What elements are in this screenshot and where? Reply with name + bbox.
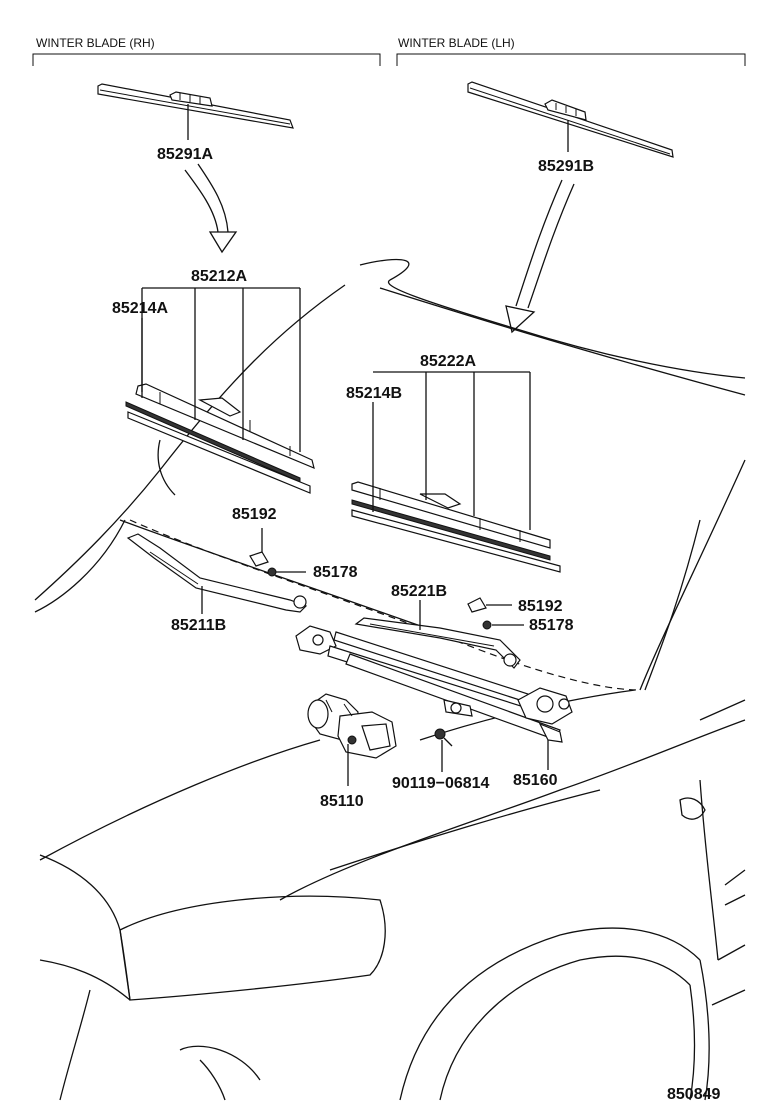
arrow-85291B-to-blade [505,179,575,334]
wiper-link-assembly [295,625,573,743]
winter-blade-lh [467,81,674,158]
label-85110: 85110 [320,793,364,810]
header-bracket-rh: WINTER BLADE (RH) [32,36,381,66]
label-85214B: 85214B [346,385,402,402]
nut-85178-right [482,620,492,630]
header-bracket-lh: WINTER BLADE (LH) [396,36,746,66]
figure-number: 850849 [667,1086,720,1103]
winter-blade-rh [97,83,294,129]
label-85291B: 85291B [538,158,594,175]
label-85211B: 85211B [171,617,226,634]
wiper-blade-rh [125,383,315,494]
wiper-arm-cap-left [249,551,269,567]
label-85222A: 85222A [420,353,476,370]
wiper-arm-cap-right [467,597,487,613]
label-85178-left: 85178 [313,564,358,581]
arrow-85291A-to-blade [184,163,238,254]
wiper-blade-lh [351,481,561,573]
label-85178-right: 85178 [529,617,574,634]
nut-85178-left [267,567,277,577]
label-85221B: 85221B [391,583,447,600]
label-85192-left: 85192 [232,506,277,523]
header-winter-blade-rh: WINTER BLADE (RH) [36,36,155,50]
vehicle-body-outline [34,258,746,1101]
label-85160: 85160 [513,772,558,789]
leaders-85222A [373,371,531,530]
wiper-motor [307,693,397,759]
label-90119-06814: 90119−06814 [392,775,490,792]
bolt-90119 [434,728,453,747]
header-winter-blade-lh: WINTER BLADE (LH) [398,36,515,50]
label-85192-right: 85192 [518,598,563,615]
wiper-arm-lh [354,617,521,669]
wiper-arm-rh [126,533,308,613]
label-85212A: 85212A [191,268,247,285]
label-85214A: 85214A [112,300,168,317]
label-85291A: 85291A [157,146,213,163]
